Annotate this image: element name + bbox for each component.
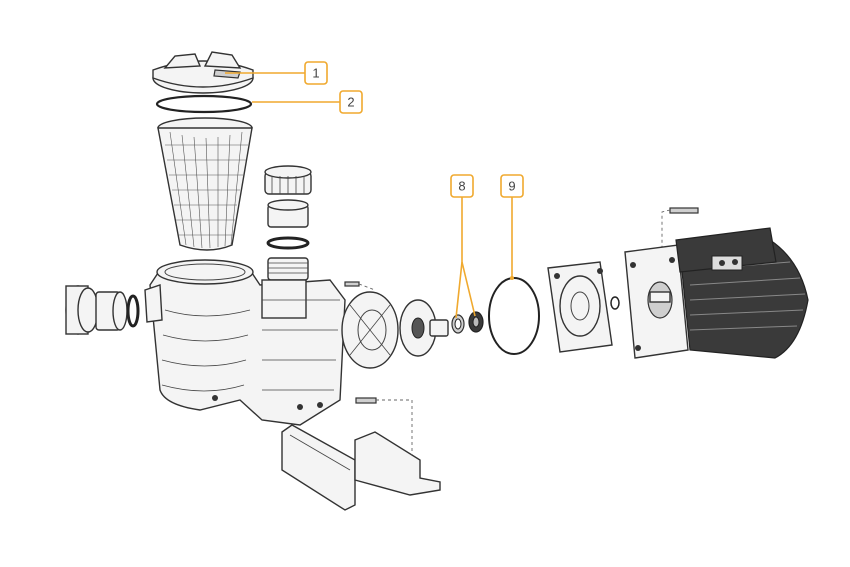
union-nut-side xyxy=(65,285,99,335)
callout-2: 2 xyxy=(339,90,363,114)
mechanical-seal xyxy=(451,311,484,334)
leader-line-8b xyxy=(461,261,476,317)
callout-1: 1 xyxy=(304,61,328,85)
seal-plate-o-ring xyxy=(488,277,540,355)
electric-motor xyxy=(624,227,809,359)
screw-diffuser xyxy=(344,281,376,291)
callout-1-label: 1 xyxy=(312,66,319,81)
union-tail-side xyxy=(95,291,128,331)
callout-8-label: 8 xyxy=(458,179,465,194)
union-tail-top xyxy=(267,199,309,228)
lid-o-ring xyxy=(155,94,253,114)
leader-line-8a xyxy=(455,197,463,319)
strainer-basket xyxy=(157,117,253,251)
pump-base xyxy=(281,424,441,511)
callout-9-label: 9 xyxy=(508,179,515,194)
screw-base xyxy=(355,397,413,455)
callout-8: 8 xyxy=(450,174,474,198)
screw-motor xyxy=(661,207,699,248)
pump-housing xyxy=(144,259,346,426)
callout-2-label: 2 xyxy=(347,95,354,110)
union-o-ring-side xyxy=(126,294,140,328)
diffuser xyxy=(341,291,399,369)
leader-lines xyxy=(225,72,514,319)
impeller xyxy=(399,299,449,357)
pump-lid xyxy=(152,51,254,94)
union-nut-top xyxy=(264,165,312,195)
seal-plate xyxy=(547,261,613,353)
union-o-ring-top xyxy=(266,236,310,250)
union-thread-top xyxy=(267,257,309,281)
callout-9: 9 xyxy=(500,174,524,198)
shaft-washer xyxy=(610,296,620,310)
